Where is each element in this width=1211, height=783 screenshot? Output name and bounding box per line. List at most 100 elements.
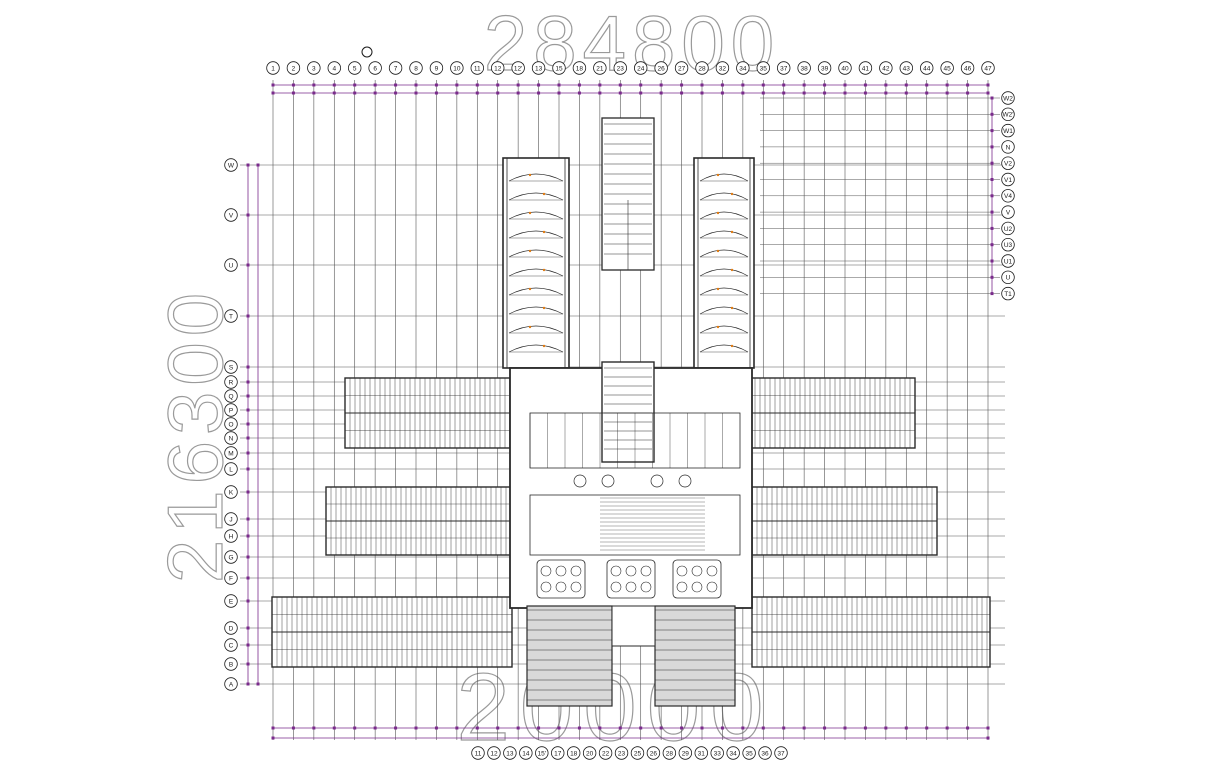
grid-bubble-left: C — [224, 638, 238, 652]
dimension-tick — [577, 91, 581, 95]
grid-bubble-left: F — [224, 571, 238, 585]
grid-bubble-top: 37 — [777, 61, 791, 75]
grid-bubble-top-label: 38 — [801, 65, 809, 72]
equipment-unit-icon — [570, 565, 582, 577]
grid-bubble-right: U — [1001, 270, 1015, 285]
grid-bubble-top-circle — [531, 61, 546, 75]
dimension-tick — [761, 83, 765, 87]
grid-bubble-left: S — [224, 360, 238, 374]
grid-bubble-left-label: D — [229, 625, 234, 632]
grid-bubble-bottom: 12 — [487, 746, 501, 760]
grid-bubble-top: 24 — [634, 61, 648, 75]
dimension-tick — [373, 83, 377, 87]
grid-bubble-top-label: 35 — [760, 65, 768, 72]
grid-bubble-left: B — [224, 657, 238, 671]
grid-bubble-right-circle — [1001, 172, 1015, 187]
grid-bubble-left-circle — [224, 258, 238, 272]
grid-bubble-bottom-circle — [694, 746, 708, 760]
grid-bubble-bottom: 13 — [503, 746, 517, 760]
grid-bubble-top-label: 34 — [739, 65, 747, 72]
dimension-tick — [990, 96, 994, 100]
equipment-unit-icon — [706, 565, 718, 577]
grid-bubble-bottom-circle — [646, 746, 661, 760]
dimension-tick — [720, 91, 724, 95]
grid-bubble-right-label: V2 — [1004, 161, 1012, 168]
dimension-tick — [246, 365, 250, 369]
grid-bubble-right-circle — [1001, 91, 1015, 105]
grid-bubble-bottom-circle — [535, 746, 549, 760]
grid-bubble-top: 2 — [286, 61, 301, 75]
tower-left-arch — [508, 344, 564, 353]
grid-bubble-top: 41 — [858, 61, 873, 75]
grid-bubble-bottom: 15' — [535, 746, 549, 760]
tower-right-marker — [730, 230, 734, 234]
grid-bubble-top: 18 — [572, 61, 587, 75]
grid-bubble-top-label: 6 — [373, 65, 377, 72]
grid-bubble-bottom-label: 15' — [538, 750, 546, 757]
grid-bubble-top-circle — [286, 61, 301, 75]
dimension-tick — [246, 662, 250, 666]
grid-bubble-left-label: R — [229, 379, 234, 386]
wing-middle-right — [751, 486, 938, 556]
grid-bubble-bottom-label: 11 — [475, 750, 482, 757]
dimension-tick — [246, 436, 250, 440]
tower-right-arch — [699, 325, 749, 334]
tower-left-arch — [508, 230, 564, 239]
grid-bubble-right-circle — [1001, 156, 1015, 170]
building-footprint — [271, 117, 991, 707]
grid-bubble-top-circle — [327, 61, 341, 75]
dimension-tick — [475, 91, 479, 95]
dimension-tick — [557, 83, 561, 87]
dimension-tick — [990, 129, 994, 133]
dimension-tick — [802, 91, 806, 95]
dimension-tick — [246, 408, 250, 412]
grid-bubble-top-label: 27 — [678, 65, 686, 72]
grid-bubble-right-label: V4 — [1004, 193, 1012, 200]
wing-south-left — [271, 596, 513, 668]
grid-bubble-top-label: 1 — [271, 65, 275, 72]
dimension-tick — [516, 726, 520, 730]
grid-bubble-top-label: 24 — [637, 65, 645, 72]
grid-bubble-top: 10 — [450, 61, 464, 75]
dimension-tick — [904, 726, 908, 730]
grid-bubble-top-circle — [450, 61, 464, 75]
dimension-tick — [966, 726, 970, 730]
grid-bubble-right: U2 — [1001, 221, 1015, 236]
tower-left-arch — [508, 268, 564, 277]
tower-right-marker — [730, 344, 734, 348]
grid-bubble-right-circle — [1001, 270, 1015, 285]
dimension-tick — [925, 91, 929, 95]
dimension-tick — [246, 451, 250, 455]
grid-bubble-top: 3 — [307, 61, 321, 75]
dimension-tick — [990, 161, 994, 165]
grid-bubble-left-circle — [224, 550, 238, 564]
dimension-tick — [246, 380, 250, 384]
wing-north-left — [344, 377, 511, 449]
dimension-tick — [246, 314, 250, 318]
grid-bubble-top: 8 — [409, 61, 423, 75]
tower-left-arch — [508, 306, 564, 315]
grid-bubble-top-circle — [368, 61, 382, 75]
grid-bubble-left-circle — [224, 512, 238, 526]
grid-bubble-bottom-label: 25 — [634, 750, 642, 757]
tower-right-marker — [716, 173, 720, 177]
grid-bubble-bottom: 28 — [662, 746, 677, 760]
dimension-tick — [598, 83, 602, 87]
grid-bubble-top-label: 21 — [596, 65, 604, 72]
grid-bubble-left-label: W — [228, 162, 235, 169]
grid-bubble-top-circle — [511, 61, 525, 75]
grid-bubble-top-circle — [613, 61, 627, 75]
grid-bubble-top-label: 10 — [453, 65, 461, 72]
equipment-unit-icon — [555, 581, 567, 593]
dimension-tick — [843, 91, 847, 95]
grid-bubble-bottom: 25 — [630, 746, 645, 760]
grid-bubble-left-label: K — [229, 489, 234, 496]
overall-width-dimension: 284800 — [484, 0, 780, 87]
dimension-tick — [291, 726, 295, 730]
dimension-tick — [557, 726, 561, 730]
grid-bubble-top: 39 — [817, 61, 832, 75]
tower-left-marker — [542, 306, 546, 310]
dimension-tick — [537, 83, 541, 87]
grid-bubble-top-circle — [715, 61, 730, 75]
dimension-tick — [863, 726, 867, 730]
